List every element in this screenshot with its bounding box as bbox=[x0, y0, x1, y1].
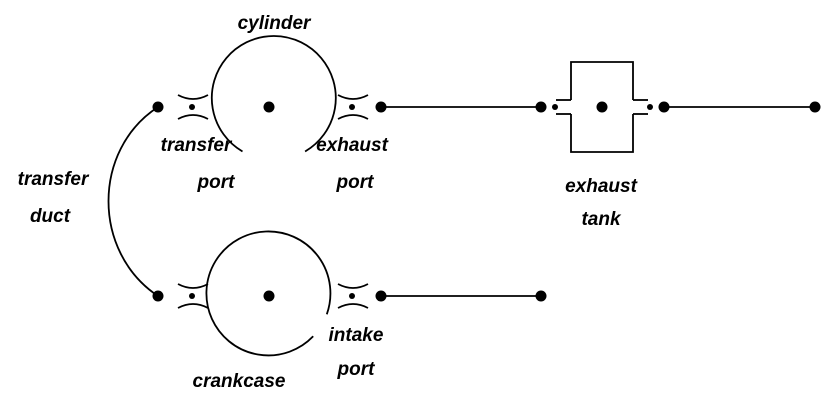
intake-port-label-line1: intake bbox=[329, 325, 384, 346]
exhaust-tank-label-line1: exhaust bbox=[565, 176, 637, 197]
exhaust-tank-label-line2: tank bbox=[581, 209, 622, 230]
transfer-duct-label-line2: duct bbox=[30, 206, 71, 227]
cylinder-center-node bbox=[263, 101, 275, 113]
cylinder-label: cylinder bbox=[238, 13, 312, 34]
exhaust-tank-inlet-dot bbox=[552, 104, 558, 110]
transfer-duct-pipe bbox=[107, 106, 159, 297]
transfer-duct-label-line1: transfer bbox=[18, 169, 90, 190]
exhaust-port-orifice bbox=[337, 94, 387, 120]
exhaust-port-label-line1: exhaust bbox=[316, 135, 388, 156]
tail-pipe-end-node bbox=[809, 101, 821, 113]
crankcase-center-node bbox=[263, 290, 275, 302]
exhaust-tank bbox=[552, 61, 670, 153]
intake-port-orifice bbox=[337, 283, 387, 309]
exhaust-tank-outline bbox=[570, 61, 634, 153]
crankcase-label: crankcase bbox=[193, 371, 286, 392]
crankcase-transfer-orifice bbox=[152, 283, 209, 309]
exhaust-tank-center-node bbox=[596, 101, 608, 113]
cylinder-chamber bbox=[210, 35, 337, 153]
exhaust-tank-outlet-dot bbox=[647, 104, 653, 110]
cylinder-outline bbox=[210, 35, 337, 153]
crankcase-transfer-inner-dot bbox=[189, 293, 195, 299]
crankcase-chamber bbox=[205, 230, 332, 357]
intake-pipe-end-node bbox=[535, 290, 547, 302]
transfer-port-orifice bbox=[152, 94, 209, 120]
transfer-port-inner-dot bbox=[189, 104, 195, 110]
intake-port-inner-dot bbox=[349, 293, 355, 299]
crankcase-outline bbox=[205, 230, 332, 357]
intake-port-label-line2: port bbox=[337, 359, 376, 380]
exhaust-port-inner-dot bbox=[349, 104, 355, 110]
exhaust-port-label-line2: port bbox=[336, 172, 375, 193]
exhaust-pipe-end-node bbox=[535, 101, 547, 113]
transfer-port-label-line2: port bbox=[197, 172, 236, 193]
transfer-port-label-line1: transfer bbox=[161, 135, 233, 156]
